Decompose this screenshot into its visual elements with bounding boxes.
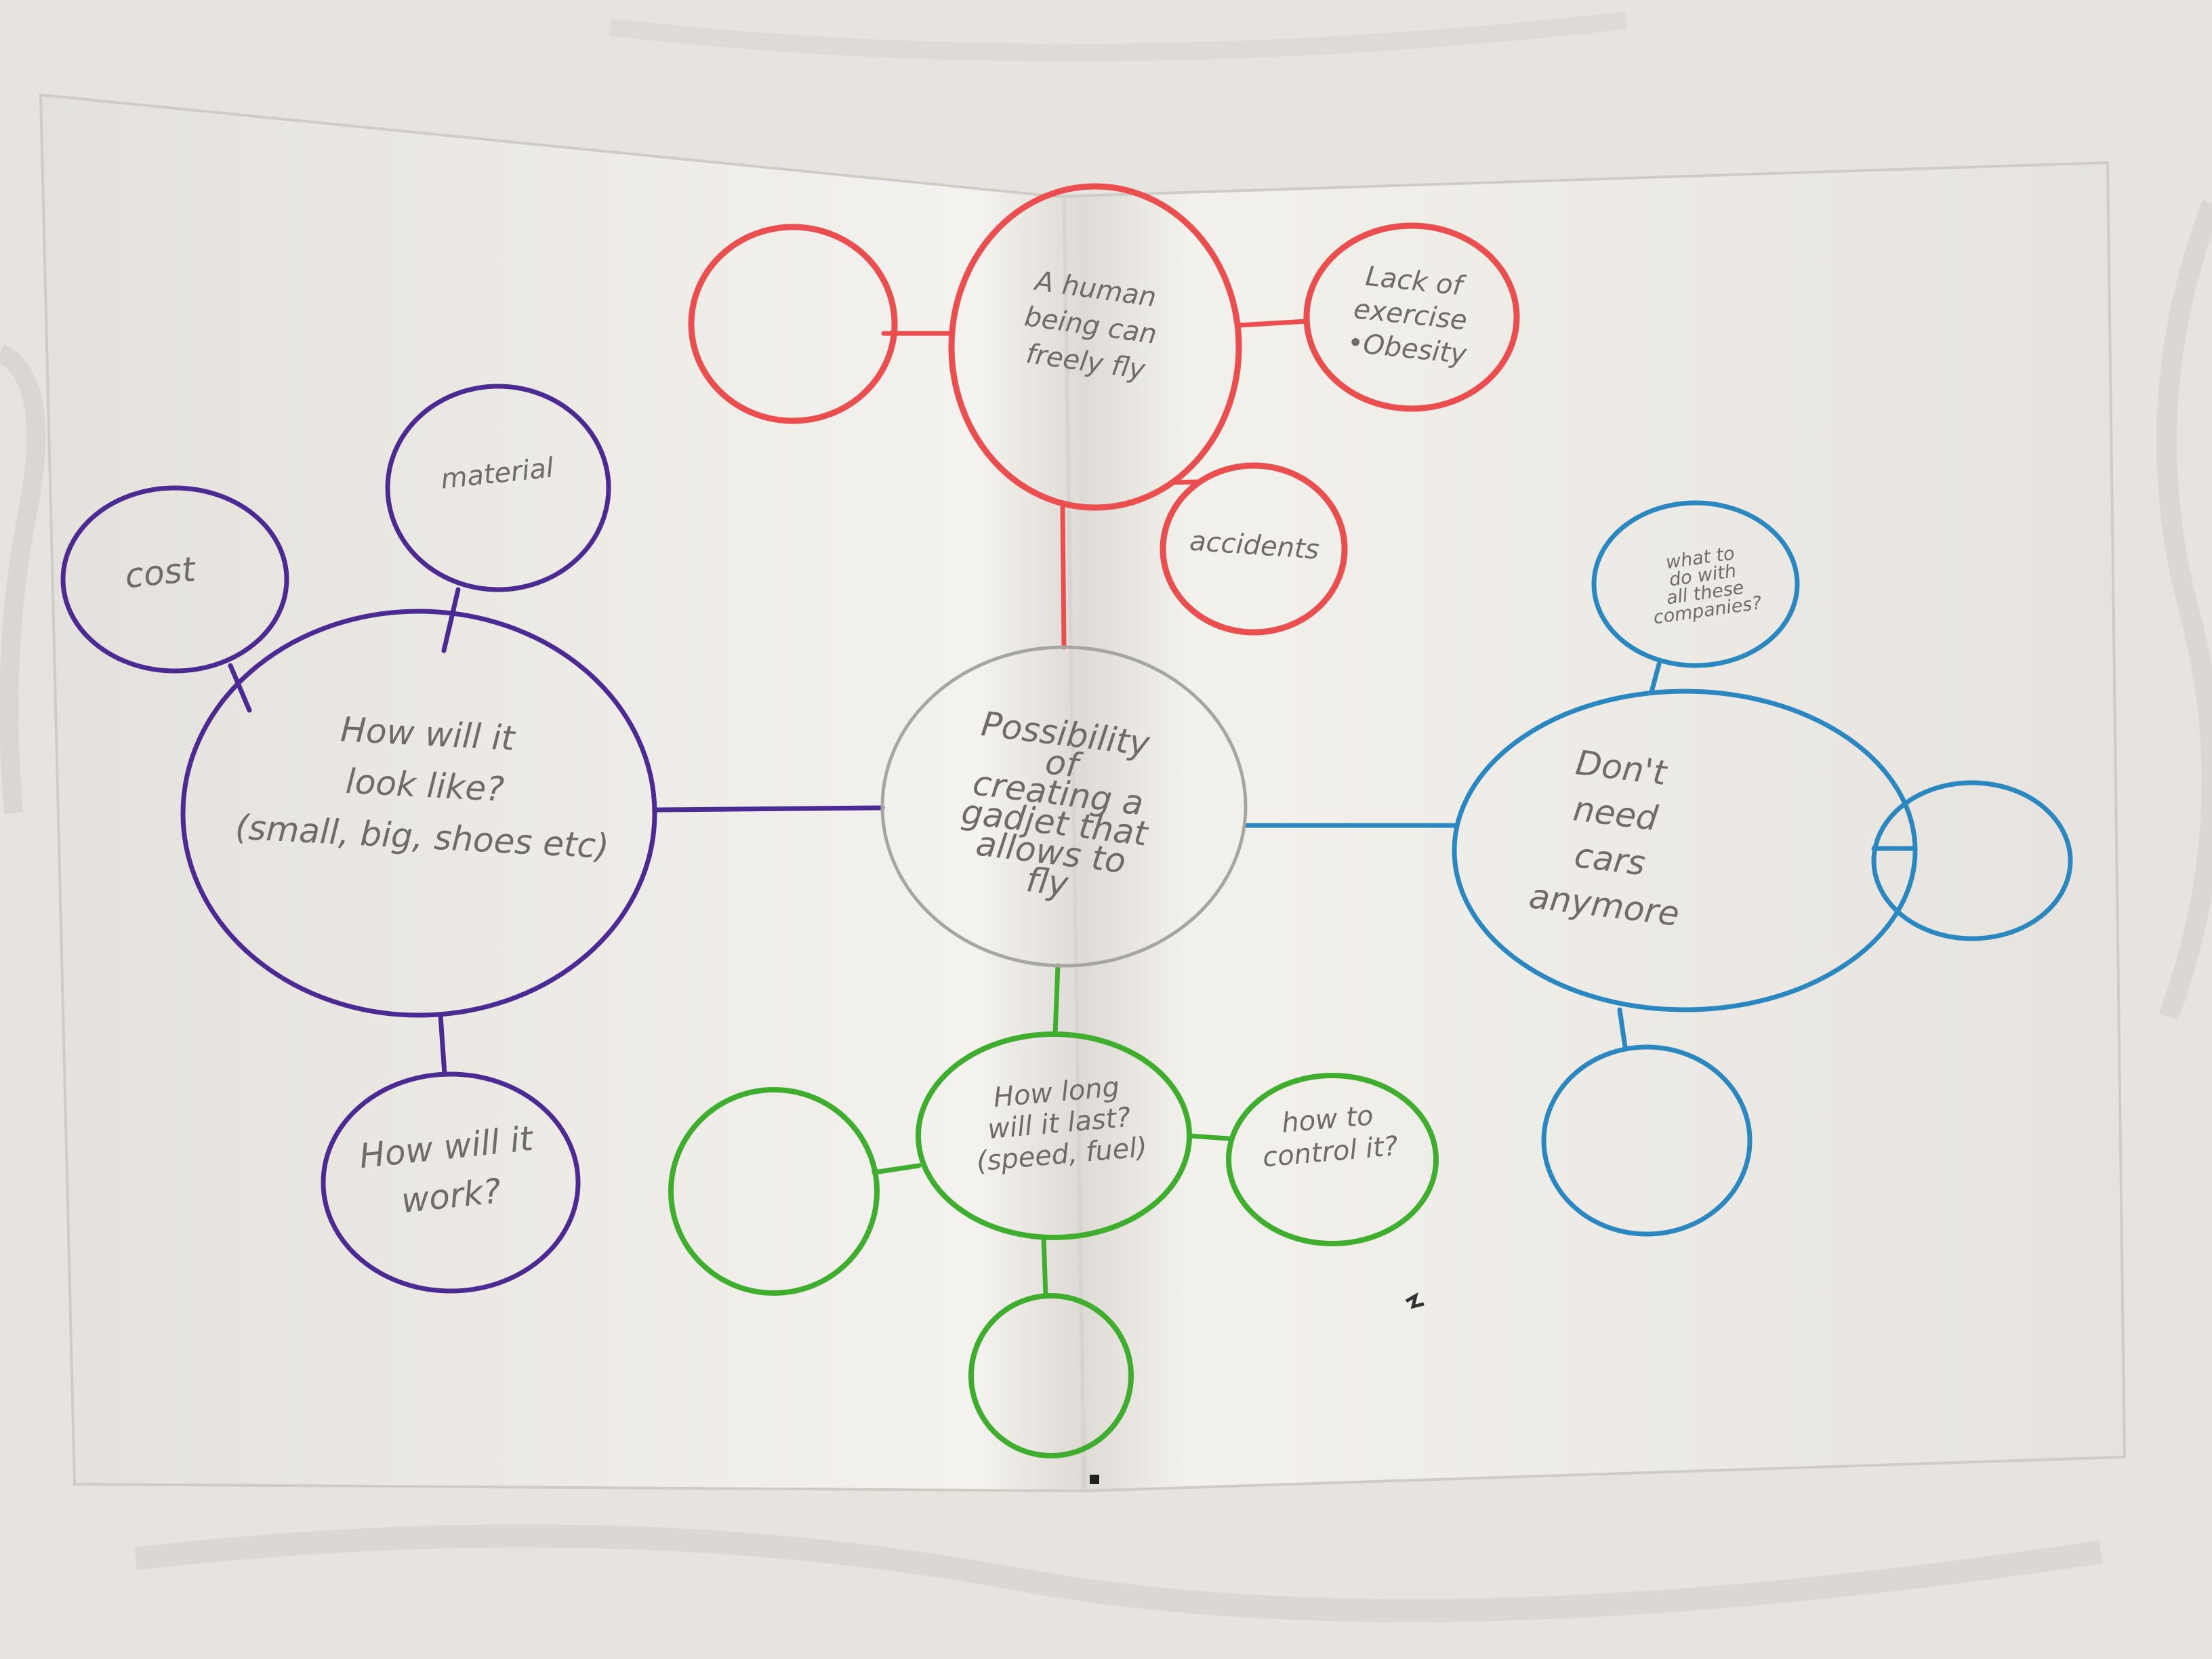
node-label-center: Possibilityofcreating agadjet thatallows…	[952, 703, 1162, 914]
connector-red-0	[1060, 505, 1067, 650]
node-circle-red-empty	[688, 224, 898, 424]
paper-sheet	[39, 93, 2127, 1493]
node-circle-green-empty-left	[668, 1087, 880, 1296]
connector-purple-7	[438, 1012, 447, 1077]
node-label-line: look like?	[345, 762, 506, 809]
node-circle-purple-main	[180, 609, 657, 1018]
node-circle-blue-empty-right	[1871, 780, 2073, 941]
node-label-red-exercise: Lack ofexercise•Obesity	[1346, 260, 1476, 371]
stray-marks	[1090, 1292, 1425, 1484]
node-label-line: cost	[123, 550, 199, 596]
node-label-red-main: A humanbeing canfreely fly	[1017, 265, 1164, 387]
node-circle-purple-cost	[60, 485, 289, 674]
connector-green-15	[1041, 1235, 1048, 1298]
node-circle-red-main	[948, 183, 1242, 511]
node-circle-green-empty-bottom	[968, 1293, 1134, 1458]
node-label-line: fly	[1024, 860, 1071, 904]
node-circle-green-control	[1226, 1073, 1439, 1246]
node-circle-center	[880, 645, 1248, 968]
node-label-blue-what: what todo withall thesecompanies?	[1645, 540, 1763, 628]
connector-green-12	[1052, 963, 1061, 1037]
node-circle-blue-main	[1452, 689, 1918, 1012]
node-label-line: How will it	[340, 710, 517, 758]
node-circle-red-accidents	[1160, 462, 1348, 636]
connector-purple-4	[655, 805, 885, 813]
connector-purple-5	[228, 663, 252, 713]
paper-center-fold	[1062, 196, 1086, 1492]
connector-blue-11	[1617, 1007, 1628, 1050]
node-circle-blue-empty-bottom	[1541, 1044, 1753, 1237]
connector-red-2	[1235, 319, 1310, 328]
circles	[60, 183, 2073, 1458]
node-circle-purple-work	[321, 1071, 581, 1294]
connector-green-13	[872, 1163, 922, 1175]
node-circle-red-exercise	[1303, 222, 1520, 412]
connector-purple-6	[441, 587, 461, 653]
node-circle-purple-material	[385, 384, 611, 592]
node-circle-green-main	[916, 1031, 1192, 1240]
node-circle-blue-what	[1591, 500, 1800, 668]
connector-green-14	[1187, 1133, 1231, 1141]
node-label-line: cars	[1572, 836, 1647, 883]
node-label-purple-cost: cost	[123, 550, 199, 596]
connector-blue-9	[1649, 661, 1662, 695]
